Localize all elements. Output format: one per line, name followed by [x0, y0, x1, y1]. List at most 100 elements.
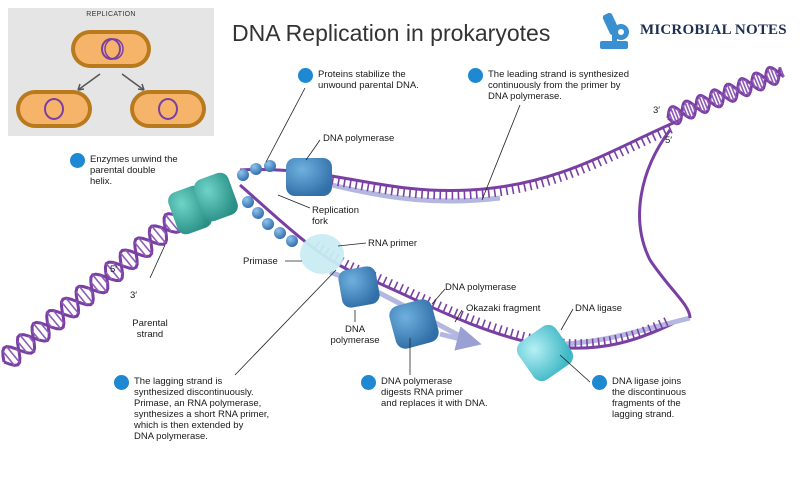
label-dna-ligase: DNA ligase	[575, 303, 622, 314]
base-pair	[436, 301, 442, 311]
base-pair	[378, 184, 382, 194]
base-pair	[645, 134, 652, 144]
base-pair	[342, 178, 346, 188]
base-pair	[634, 139, 641, 149]
base-pair	[751, 79, 756, 88]
base-pair	[744, 79, 752, 93]
base-pair	[613, 150, 619, 160]
base-pair	[372, 183, 376, 193]
base-pair	[585, 162, 591, 172]
base-pair	[52, 309, 65, 325]
base-pair	[366, 182, 370, 192]
base-pair	[486, 321, 492, 331]
base-pair	[624, 145, 630, 154]
base-pair	[618, 147, 625, 157]
base-pair	[390, 186, 394, 196]
base-pair	[630, 330, 636, 340]
base-pair	[779, 66, 785, 78]
base-pair	[647, 324, 653, 334]
base-pair	[528, 181, 533, 191]
label-five-prime-left: 5′	[110, 264, 118, 275]
base-pair	[563, 171, 568, 181]
label-proteins-stabilize: Proteins stabilize the unwound parental …	[318, 69, 419, 91]
label-dna-polymerase-low: DNA polymerase	[330, 324, 380, 346]
base-pair	[499, 186, 503, 197]
okazaki-arrow	[439, 326, 482, 351]
base-pair	[715, 90, 723, 105]
base-pair	[636, 328, 641, 338]
base-pair	[91, 274, 108, 293]
base-pair	[464, 313, 470, 322]
base-pair	[492, 323, 497, 333]
bullet-icon	[298, 68, 313, 83]
base-pair	[766, 68, 775, 85]
base-pair	[738, 80, 746, 96]
base-pair	[159, 226, 167, 235]
base-pair	[503, 326, 509, 337]
parent-cell	[71, 30, 151, 68]
base-pair	[151, 225, 167, 244]
base-pair	[498, 325, 503, 335]
base-pair	[521, 331, 526, 341]
daughter-cell-left	[16, 90, 92, 128]
base-pair	[641, 326, 647, 336]
brand-name: MICROBIAL NOTES	[640, 22, 787, 38]
helicase-enzyme	[168, 172, 238, 235]
base-pair	[749, 82, 753, 87]
base-pair	[387, 278, 393, 288]
base-pair	[607, 152, 614, 162]
base-pair	[769, 67, 778, 84]
label-five-prime-right: 5′	[665, 135, 673, 146]
base-pair	[709, 98, 713, 103]
label-leading-strand: The leading strand is synthesized contin…	[488, 69, 629, 102]
base-pair	[759, 74, 766, 86]
base-pair	[698, 95, 707, 113]
base-pair	[657, 319, 664, 329]
base-pair	[119, 252, 134, 270]
base-pair	[596, 157, 602, 167]
base-pair	[5, 346, 21, 363]
base-pair	[591, 338, 595, 348]
base-pair	[640, 137, 646, 147]
base-pair	[60, 301, 75, 318]
base-pair	[591, 160, 597, 170]
base-pair	[752, 74, 761, 91]
dna-polymerase-lagging-2	[389, 299, 439, 349]
base-pair	[586, 338, 589, 348]
base-pair	[546, 176, 551, 186]
base-pair	[124, 249, 138, 265]
base-pair	[354, 180, 358, 190]
base-pair	[458, 310, 464, 320]
base-pair	[511, 184, 515, 195]
base-pair	[164, 214, 180, 233]
base-pair	[773, 68, 780, 80]
right-helix	[638, 65, 785, 319]
base-pair	[676, 108, 682, 119]
base-pair	[651, 132, 657, 142]
label-primase: Primase	[243, 256, 278, 267]
base-pair	[629, 142, 635, 152]
brand-logo: MICROBIAL NOTES	[598, 10, 798, 55]
base-pair	[597, 337, 601, 347]
base-pair	[724, 86, 732, 101]
base-pair	[509, 328, 514, 338]
base-pair	[737, 85, 742, 93]
primase-enzyme	[300, 234, 344, 274]
base-pair	[396, 187, 400, 197]
base-pair	[740, 78, 750, 96]
base-pair	[557, 172, 563, 183]
base-pair	[414, 188, 418, 199]
base-pair	[2, 350, 15, 366]
label-polymerase-digests: DNA polymerase digests RNA primer and re…	[381, 376, 488, 409]
base-pair	[343, 259, 350, 269]
dna-polymerase-lagging-1	[338, 266, 380, 308]
base-pair	[552, 174, 557, 184]
base-pair	[420, 189, 424, 199]
base-pair	[683, 101, 692, 119]
base-pair	[682, 105, 689, 117]
base-pair	[148, 231, 160, 245]
base-pair	[90, 281, 100, 293]
inset-title: REPLICATION	[86, 11, 136, 18]
label-lagging-strand: The lagging strand is synthesized discon…	[134, 376, 270, 442]
